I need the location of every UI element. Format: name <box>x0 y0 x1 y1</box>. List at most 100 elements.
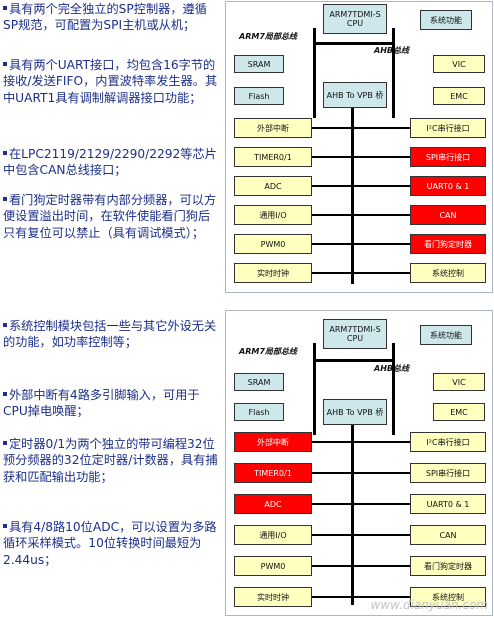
peripheral-left-3: ADC <box>234 176 312 196</box>
bullet-marker <box>3 323 7 327</box>
peripheral-left-1: 外部中断 <box>234 118 312 138</box>
bridge-box: AHB To VPB 桥 <box>323 399 387 425</box>
ahb-bus-line <box>392 343 395 435</box>
connector-left-3 <box>312 503 352 505</box>
local-bus-label: ARM7局部总线 <box>239 32 297 41</box>
peripheral-left-6: 实时时钟 <box>234 263 312 283</box>
peripheral-right-4: CAN <box>410 525 486 545</box>
peripheral-right-1: I²C串行接口 <box>410 118 486 138</box>
top-bullet-2: 具有两个UART接口，均包含16字节的接收/发送FIFO，内置波特率发生器。其中… <box>3 57 221 106</box>
bullet-marker <box>3 6 7 10</box>
connector-right-2 <box>353 156 410 158</box>
local-bus-line <box>313 28 316 118</box>
bullet-marker <box>3 151 7 155</box>
connector-right-4 <box>353 534 410 536</box>
peripheral-left-6: 实时时钟 <box>234 587 312 607</box>
bullet-text: 具有4/8路10位ADC，可以设置为多路循环采样模式。10位转换时间最短为2.4… <box>3 520 217 567</box>
connector-left-3 <box>312 185 352 187</box>
peripheral-right-5: 看门狗定时器 <box>410 556 486 576</box>
bullet-text: 在LPC2119/2129/2290/2292等芯片中包含CAN总线接口； <box>3 147 217 178</box>
cpu-box: ARM7TDMI-S CPU <box>323 319 387 349</box>
peripheral-right-6: 系统控制 <box>410 587 486 607</box>
connector-right-3 <box>353 503 410 505</box>
sram-box: SRAM <box>234 373 284 391</box>
connector-right-5 <box>353 565 410 567</box>
emc-box: EMC <box>433 403 485 421</box>
peripheral-left-4: 通用I/O <box>234 525 312 545</box>
connector-right-3 <box>353 185 410 187</box>
connector-right-5 <box>353 243 410 245</box>
connector-right-6 <box>353 596 410 598</box>
bullet-marker <box>3 441 7 445</box>
connector-right-4 <box>353 214 410 216</box>
peripheral-right-3: UART0 & 1 <box>410 494 486 514</box>
peripheral-right-2: SPI串行接口 <box>410 147 486 167</box>
peripheral-left-5: PWM0 <box>234 234 312 254</box>
top-bullet-4: 看门狗定时器带有内部分频器，可以方便设置溢出时间，在软件使能看门狗后只有复位可以… <box>3 192 221 241</box>
peripheral-left-2: TIMER0/1 <box>234 147 312 167</box>
block-diagram-bottom: ARM7TDMI-S CPU 系统功能 ARM7局部总线 AHB总线 SRAM … <box>225 310 493 616</box>
bullet-text: 系统控制模块包括一些与其它外设无关的功能，如功率控制等； <box>3 319 217 350</box>
connector-right-6 <box>353 272 410 274</box>
connector-right-1 <box>353 127 410 129</box>
local-bus-label: ARM7局部总线 <box>239 347 297 356</box>
bullet-marker <box>3 62 7 66</box>
sysfunc-box: 系统功能 <box>420 10 472 30</box>
emc-box: EMC <box>433 87 485 105</box>
watermark: www.dianyuan.com <box>370 598 488 612</box>
connector-left-4 <box>312 214 352 216</box>
peripheral-left-3: ADC <box>234 494 312 514</box>
bullet-marker <box>3 392 7 396</box>
connector-right-2 <box>353 472 410 474</box>
peripheral-left-2: TIMER0/1 <box>234 463 312 483</box>
vpb-bus-line <box>351 108 354 284</box>
connector-left-4 <box>312 534 352 536</box>
connector-left-2 <box>312 156 352 158</box>
connector-left-1 <box>312 441 352 443</box>
peripheral-left-5: PWM0 <box>234 556 312 576</box>
vic-box: VIC <box>433 55 485 73</box>
connector-left-6 <box>312 272 352 274</box>
peripheral-right-5: 看门狗定时器 <box>410 234 486 254</box>
top-bullet-1: 具有两个完全独立的SP控制器，遵循SP规范，可配置为SPI主机或从机； <box>3 1 221 34</box>
ahb-bus-label: AHB总线 <box>374 45 409 56</box>
flash-box: Flash <box>234 87 284 105</box>
sysfunc-box: 系统功能 <box>420 325 472 345</box>
ahb-bus-label: AHB总线 <box>374 363 409 374</box>
peripheral-right-2: SPI串行接口 <box>410 463 486 483</box>
connector-left-5 <box>312 243 352 245</box>
sram-box: SRAM <box>234 55 284 73</box>
bullet-marker <box>3 197 7 201</box>
bus-link <box>313 359 395 362</box>
connector-left-1 <box>312 127 352 129</box>
top-bullet-3: 在LPC2119/2129/2290/2292等芯片中包含CAN总线接口； <box>3 146 221 179</box>
bullet-text: 外部中断有4路多引脚输入，可用于CPU掉电唤醒； <box>3 388 200 419</box>
peripheral-right-4: CAN <box>410 205 486 225</box>
bottom-bullet-4: 具有4/8路10位ADC，可以设置为多路循环采样模式。10位转换时间最短为2.4… <box>3 519 221 568</box>
peripheral-left-1: 外部中断 <box>234 432 312 452</box>
bullet-text: 具有两个完全独立的SP控制器，遵循SP规范，可配置为SPI主机或从机； <box>3 2 207 33</box>
bullet-marker <box>3 524 7 528</box>
ahb-bus-line <box>392 28 395 118</box>
cpu-box: ARM7TDMI-S CPU <box>323 4 387 34</box>
peripheral-left-4: 通用I/O <box>234 205 312 225</box>
bottom-bullet-1: 系统控制模块包括一些与其它外设无关的功能，如功率控制等； <box>3 318 221 351</box>
flash-box: Flash <box>234 403 284 421</box>
local-bus-line <box>313 343 316 435</box>
peripheral-right-6: 系统控制 <box>410 263 486 283</box>
peripheral-right-1: I²C串行接口 <box>410 432 486 452</box>
bullet-text: 具有两个UART接口，均包含16字节的接收/发送FIFO，内置波特率发生器。其中… <box>3 58 218 105</box>
vic-box: VIC <box>433 373 485 391</box>
vpb-bus-line <box>351 425 354 605</box>
connector-left-2 <box>312 472 352 474</box>
bottom-bullet-3: 定时器0/1为两个独立的带可编程32位预分频器的32位定时器/计数器，具有捕获和… <box>3 436 221 485</box>
bullet-text: 看门狗定时器带有内部分频器，可以方便设置溢出时间，在软件使能看门狗后只有复位可以… <box>3 193 217 240</box>
bus-link <box>313 42 395 45</box>
bottom-bullet-2: 外部中断有4路多引脚输入，可用于CPU掉电唤醒； <box>3 387 221 420</box>
bullet-text: 定时器0/1为两个独立的带可编程32位预分频器的32位定时器/计数器，具有捕获和… <box>3 437 218 484</box>
peripheral-right-3: UART0 & 1 <box>410 176 486 196</box>
connector-left-6 <box>312 596 352 598</box>
block-diagram-top: ARM7TDMI-S CPU 系统功能 ARM7局部总线 AHB总线 SRAM … <box>225 1 493 293</box>
bridge-box: AHB To VPB 桥 <box>323 82 387 108</box>
connector-right-1 <box>353 441 410 443</box>
